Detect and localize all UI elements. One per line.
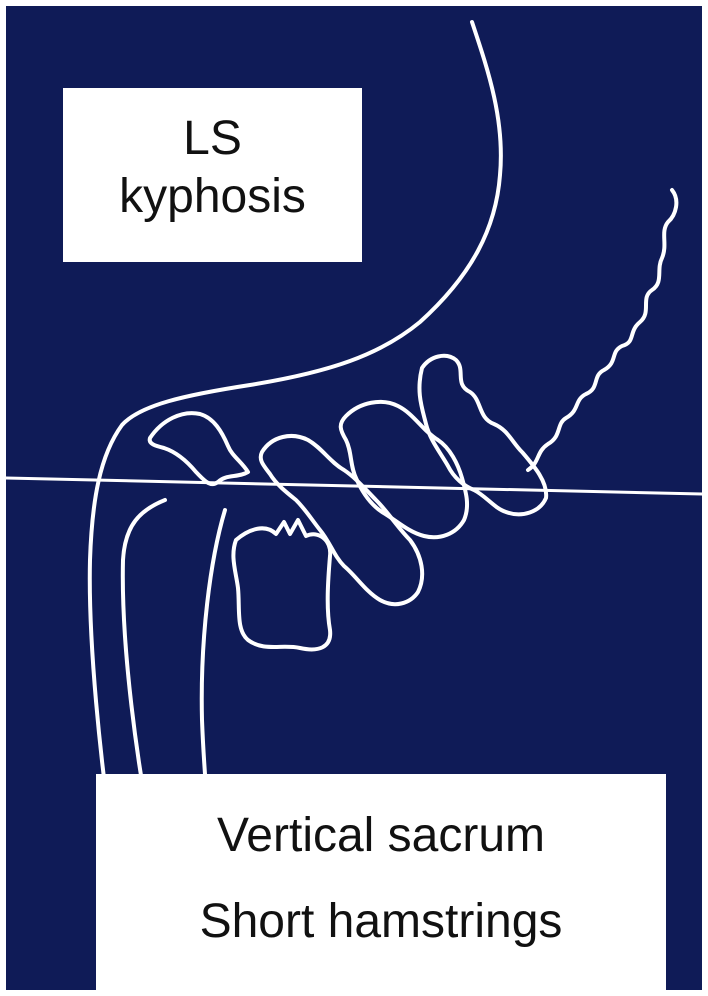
ls-label: LS bbox=[63, 110, 362, 168]
vertical-sacrum-label: Vertical sacrum bbox=[96, 808, 666, 863]
findings-label-box: Vertical sacrum Short hamstrings bbox=[96, 774, 666, 996]
short-hamstrings-label: Short hamstrings bbox=[96, 894, 666, 949]
kyphosis-label: kyphosis bbox=[63, 168, 362, 226]
ls-kyphosis-label-box: LS kyphosis bbox=[63, 88, 362, 262]
